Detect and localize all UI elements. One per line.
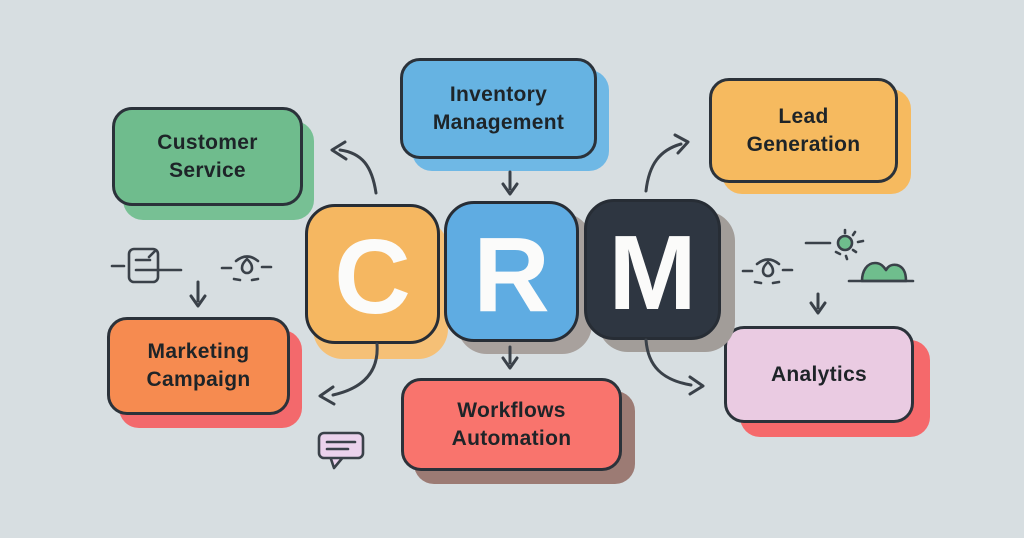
node-workflows-automation: Workflows Automation xyxy=(401,378,635,484)
node-analytics: Analytics xyxy=(724,326,930,437)
node-label: Analytics xyxy=(770,362,868,386)
node-face: Inventory Management xyxy=(400,58,597,159)
crm-tile-r: R xyxy=(444,201,592,354)
arrow-crm-to-lead-generation xyxy=(644,133,690,193)
node-face: Customer Service xyxy=(112,107,303,206)
crm-tile-c: C xyxy=(305,204,448,359)
document-icon xyxy=(110,247,183,284)
tile-letter: M xyxy=(584,199,721,340)
node-face: Analytics xyxy=(724,326,914,423)
arrow-inventory-to-crm xyxy=(501,170,519,196)
sun-icon xyxy=(804,228,865,261)
speech-bubble-icon xyxy=(317,431,365,470)
arrow-icons-to-marketing xyxy=(189,280,207,308)
arrow-icons-to-analytics xyxy=(809,292,827,315)
node-face: Lead Generation xyxy=(709,78,898,183)
node-lead-generation: Lead Generation xyxy=(709,78,911,194)
crm-tile-m: M xyxy=(584,199,735,352)
node-label: Lead Generation xyxy=(746,104,861,156)
arrow-crm-to-customer-service xyxy=(330,140,378,195)
idea-icon-right xyxy=(741,258,794,285)
node-customer-service: Customer Service xyxy=(112,107,314,220)
tile-letter: R xyxy=(444,201,579,342)
node-label: Workflows Automation xyxy=(451,398,572,450)
node-face: Workflows Automation xyxy=(401,378,622,471)
node-marketing-campaign: Marketing Campaign xyxy=(107,317,302,428)
node-label: Customer Service xyxy=(157,130,258,182)
tile-letter: C xyxy=(305,204,440,344)
node-label: Marketing Campaign xyxy=(146,340,251,391)
bush-icon xyxy=(847,261,915,283)
node-face: Marketing Campaign xyxy=(107,317,290,415)
node-inventory-management: Inventory Management xyxy=(400,58,609,171)
node-label: Inventory Management xyxy=(432,82,565,134)
idea-icon-left xyxy=(220,255,273,282)
